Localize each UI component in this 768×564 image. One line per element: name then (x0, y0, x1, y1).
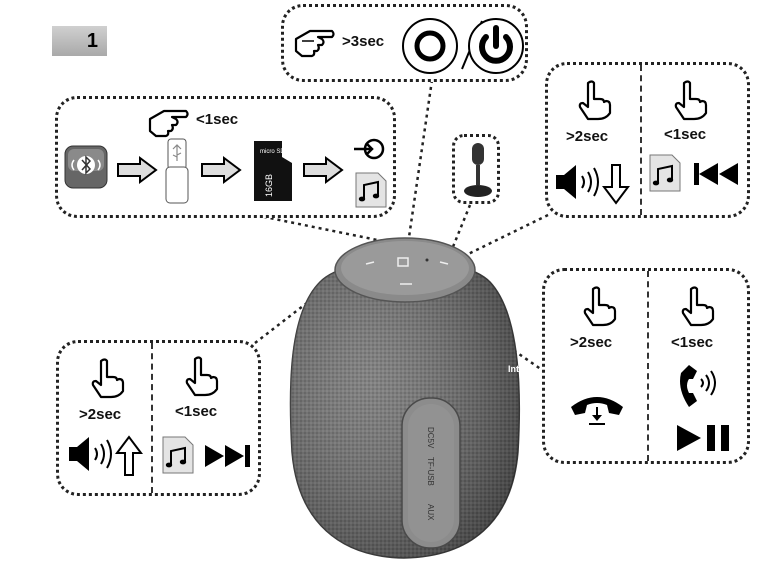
port-label-aux: AUX (426, 504, 435, 521)
port-label-dc: DC5V (426, 427, 435, 449)
power-symbols (402, 18, 524, 74)
volume-up-duration: >2sec (79, 406, 122, 423)
microphone-icon (464, 143, 492, 197)
pressing-hand-icon (185, 356, 219, 397)
arrow-right-icon (117, 156, 158, 184)
mode-box: <1sec micro SD 16GB (55, 96, 396, 218)
sd-card-capacity: 16GB (264, 174, 274, 197)
pressing-hand-icon (674, 80, 708, 121)
pressing-hand-icon (681, 286, 715, 327)
microphone-hole (425, 258, 429, 262)
volume-down-button[interactable] (439, 261, 449, 265)
answer-play-duration: <1sec (671, 334, 714, 351)
speaker-illustration: DC5V TF-USB AUX Inte (289, 237, 524, 559)
volume-down-previous-box: >2sec <1sec (545, 62, 750, 218)
pressing-hand-icon (578, 80, 612, 121)
mode-duration: <1sec (196, 111, 239, 128)
arrow-right-icon (201, 156, 242, 184)
mode-button[interactable] (397, 257, 409, 267)
hang-up-duration: >2sec (570, 334, 613, 351)
hang-up-phone-icon (571, 397, 623, 425)
music-file-icon (355, 172, 387, 208)
pressing-hand-icon (91, 358, 125, 399)
step-number: 1 (86, 30, 98, 52)
previous-track-icon (649, 154, 738, 192)
step-badge: 1 (52, 26, 107, 56)
connector-volume-up (254, 261, 361, 344)
phone-box: >2sec <1sec (542, 268, 750, 464)
volume-up-icon (69, 435, 143, 476)
box-divider (647, 271, 649, 461)
volume-up-button[interactable] (365, 261, 375, 265)
speaker-side-text: Inte (508, 364, 524, 374)
box-divider (640, 65, 642, 215)
circle-icon (402, 18, 458, 74)
port-label-tfusb: TF-USB (426, 457, 435, 486)
previous-duration: <1sec (664, 126, 707, 143)
connector-volume-down (455, 213, 549, 262)
bluetooth-icon (64, 145, 108, 189)
power-box: >3sec (281, 4, 528, 82)
volume-down-icon (556, 164, 630, 205)
next-duration: <1sec (175, 403, 218, 420)
micro-sd-card-icon: micro SD 16GB (254, 141, 292, 201)
power-duration: >3sec (342, 33, 385, 50)
aux-input-icon (354, 138, 385, 160)
volume-up-next-box: >2sec <1sec (56, 340, 261, 496)
pointing-hand-icon (148, 109, 189, 138)
box-divider (151, 343, 153, 493)
answer-call-icon (680, 365, 716, 407)
connector-power (406, 79, 434, 245)
volume-down-duration: >2sec (566, 128, 609, 145)
next-track-icon (162, 436, 250, 474)
sd-card-brand: micro SD (260, 149, 285, 155)
usb-drive-icon (165, 138, 189, 204)
play-pause-icon (677, 425, 729, 451)
microphone-box (452, 134, 500, 204)
pressing-hand-icon (583, 286, 617, 327)
pointing-hand-icon (294, 29, 335, 58)
arrow-right-icon (303, 156, 344, 184)
